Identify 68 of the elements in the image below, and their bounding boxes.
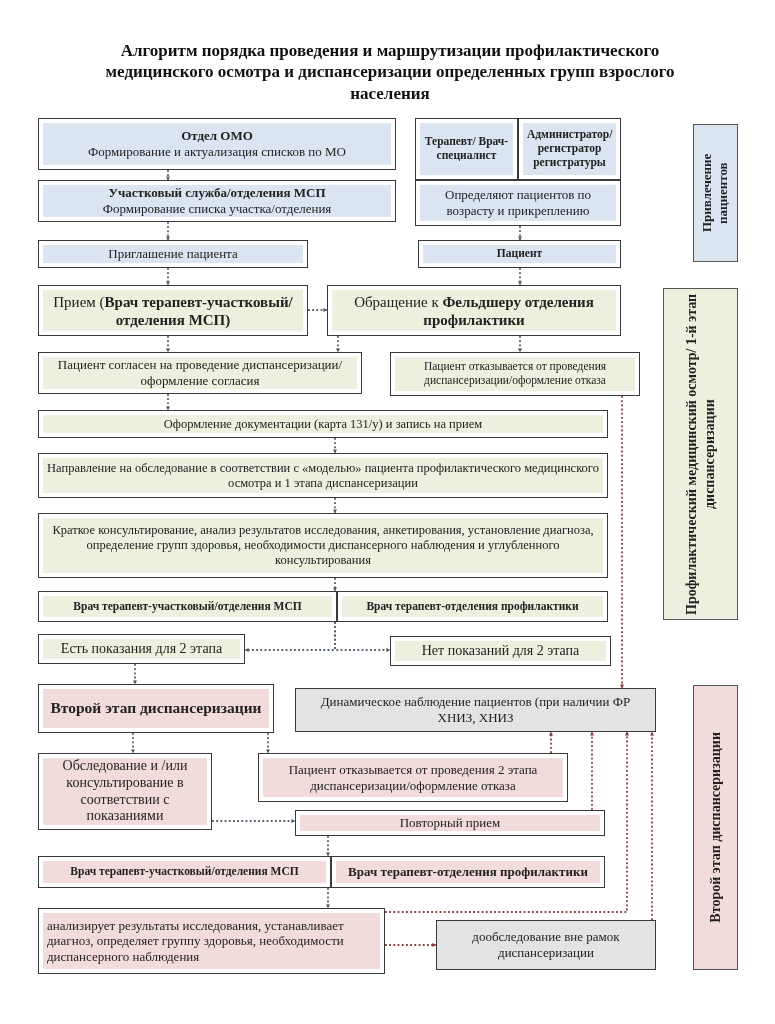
node-text: Динамическое наблюдение пациентов (при наличии ФР ХНИЗ, ХНИЗ xyxy=(319,694,632,726)
node-heading: Второй этап диспансеризации xyxy=(49,699,263,718)
process-box xyxy=(38,410,608,438)
arrow xyxy=(166,221,170,241)
arrow xyxy=(334,621,391,652)
arrow xyxy=(266,732,270,754)
arrow xyxy=(326,835,330,857)
process-box xyxy=(418,240,621,268)
node-text: дообследование вне рамок диспансеризации xyxy=(471,929,621,961)
arrow xyxy=(166,393,170,411)
arrow xyxy=(549,731,553,754)
arrow xyxy=(166,169,170,181)
node-heading: Врач терапевт-участковый/отделения МСП xyxy=(69,865,300,879)
arrow xyxy=(166,335,170,353)
arrow xyxy=(620,395,624,689)
arrow xyxy=(333,577,337,592)
node-text: Оформление документации (карта 131/у) и запись на прием xyxy=(162,416,484,432)
stage-band xyxy=(663,288,738,620)
arrow xyxy=(590,731,594,811)
node-text: Обследование и /или консультирование в соответствии с показаниями xyxy=(61,757,189,826)
node-text: Пациент отказывается от проведения диспансеризации/оформление отказа xyxy=(422,360,608,388)
arrow xyxy=(307,308,328,312)
arrow xyxy=(326,887,330,909)
node-heading: Привлечение пациентов xyxy=(699,152,732,235)
arrow xyxy=(384,731,629,913)
arrow xyxy=(131,732,135,754)
node-heading: Пациент xyxy=(495,247,544,261)
node-heading: Профилактический медицинский осмотр/ 1-й этап диспансеризации xyxy=(683,292,718,617)
node-heading: Терапевт/ Врач-специалист xyxy=(424,135,509,163)
node-text: Краткое консультирование, анализ результатов исследования, анкетирования, установление диагноза, определение групп здоровья, необходимости диспансерного наблюдения и углубленного консультирования xyxy=(51,523,595,568)
arrow xyxy=(166,267,170,286)
node-heading: Администратор/ регистратор регистратуры xyxy=(527,128,612,170)
node-heading: Отдел ОМО xyxy=(180,128,254,144)
node-heading: Врач терапевт-отделения профилактики xyxy=(347,864,589,880)
diagram-title: Алгоритм порядка проведения и маршрутизации профилактического медицинского осмотра и диспансеризации определенных групп взрослого населения xyxy=(104,40,676,104)
arrow xyxy=(211,819,296,823)
arrow xyxy=(650,731,654,921)
node-text: Пациент согласен на проведение диспансеризации/оформление согласия xyxy=(56,357,344,389)
node-heading: Врач терапевт-участковый/отделения МСП xyxy=(72,599,303,614)
node-heading: Второй этап диспансеризации xyxy=(706,732,724,923)
process-box xyxy=(38,240,308,268)
node-text: Направление на обследование в соответствии с «моделью» пациента профилактического медицинского осмотра и 1 этапа диспансеризации xyxy=(47,460,599,491)
arrow xyxy=(336,335,340,353)
arrow xyxy=(333,497,337,514)
node-text: Повторный прием xyxy=(398,815,502,831)
node-text: Формирование и актуализация списков по МО xyxy=(87,144,347,160)
process-box xyxy=(295,810,605,836)
node-text: Обращение к Фельдшеру отделения профилактики xyxy=(353,292,595,329)
arrow xyxy=(518,225,522,241)
process-box xyxy=(436,920,656,970)
stage-band xyxy=(693,124,738,262)
node-text: Формирование списка участка/отделения xyxy=(101,201,333,217)
node-text: Есть показания для 2 этапа xyxy=(59,640,224,658)
arrow xyxy=(518,335,522,353)
node-heading: Врач терапевт-отделения профилактики xyxy=(365,599,580,614)
node-text: Нет показаний для 2 этапа xyxy=(420,642,581,660)
arrow xyxy=(333,437,337,454)
node-heading: Участковый служба/отделения МСП xyxy=(107,185,327,201)
stage-band xyxy=(693,685,738,970)
arrow xyxy=(518,267,522,286)
node-text: Прием (Врач терапевт-участковый/отделения МСП) xyxy=(52,292,294,329)
arrow xyxy=(133,663,137,685)
node-text: анализирует результаты исследования, устанавливает диагноз, определяет группу здоровья, необходимости диспансерного наблюдения xyxy=(47,917,345,965)
node-text: Определяют пациентов по возрасту и прикреплению xyxy=(444,187,592,219)
node-text: Пациент отказывается от проведения 2 этапа диспансеризации/оформление отказа xyxy=(287,761,539,794)
arrow xyxy=(384,943,437,947)
process-box xyxy=(295,688,656,732)
node-text: Приглашение пациента xyxy=(107,246,239,262)
